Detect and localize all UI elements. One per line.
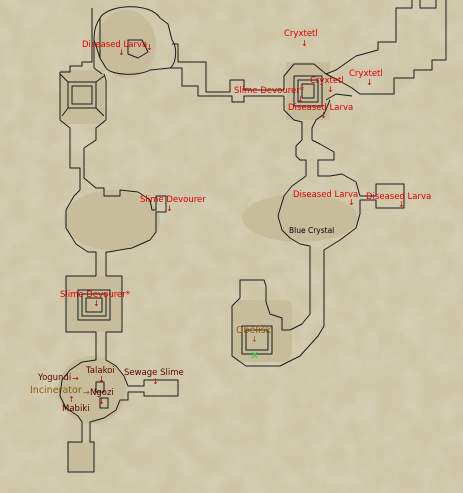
label-obelisk: Obelisk — [236, 325, 272, 336]
label-ngozi: Ngozi — [90, 388, 114, 398]
label-cryxtetl-right: Cryxtetl — [349, 69, 383, 79]
label-blue-crystal: Blue Crystal — [289, 226, 335, 235]
arrow-up-icon: ↑ — [68, 395, 75, 404]
arrow-down-icon: ↓ — [152, 377, 159, 386]
label-diseased-larva-e2: Diseased Larva — [366, 192, 432, 202]
arrow-down-icon: ↓ — [166, 204, 173, 213]
label-sewage-slime: Sewage Slime — [124, 368, 184, 378]
x-marker-icon: ✕ — [250, 349, 260, 362]
arrow-down-icon: ↓ — [118, 48, 125, 57]
arrow-down-icon: ↓ — [366, 78, 373, 87]
arrow-down-icon: ↓ — [301, 39, 308, 48]
dungeon-walls — [59, 0, 447, 473]
arrow-down-icon: ↓ — [348, 198, 355, 207]
arrow-down-icon: ↓ — [98, 397, 105, 406]
label-diseased-larva-nw: Diseased Larva — [82, 40, 148, 50]
label-slime-devourer-sw: Slime Devourer* — [60, 290, 131, 300]
arrow-down-icon: ↓ — [98, 375, 105, 384]
label-cryxtetl-mid: Cryxtetl — [310, 76, 344, 86]
label-yogundi: Yogundi — [38, 373, 72, 383]
arrow-down-icon: ↓ — [297, 95, 304, 104]
label-diseased-larva-ne: Diseased Larva — [288, 103, 354, 113]
label-mabiki: Mabiki — [62, 404, 90, 414]
label-diseased-larva-e1: Diseased Larva — [293, 190, 359, 200]
label-cryxtetl-top: Cryxtetl — [284, 29, 318, 39]
arrow-right-icon: → — [83, 388, 90, 397]
arrow-right-icon: → — [72, 374, 79, 383]
arrow-down-icon: ↓ — [251, 335, 258, 344]
arrow-down-icon: ↓ — [398, 200, 405, 209]
arrow-down-icon: ↓ — [327, 85, 334, 94]
label-slime-devourer-w: Slime Devourer — [140, 195, 206, 205]
arrow-down-icon: ↓ — [320, 111, 327, 120]
floor-fill — [58, 10, 358, 472]
label-slime-devourer-ne: Slime Devourer* — [234, 86, 305, 96]
label-talakoi: Talakoi — [86, 366, 115, 376]
label-incinerator: Incinerator — [30, 385, 82, 396]
arrow-down-icon: ↓ — [146, 43, 153, 52]
arrow-down-icon: ↓ — [93, 299, 100, 308]
